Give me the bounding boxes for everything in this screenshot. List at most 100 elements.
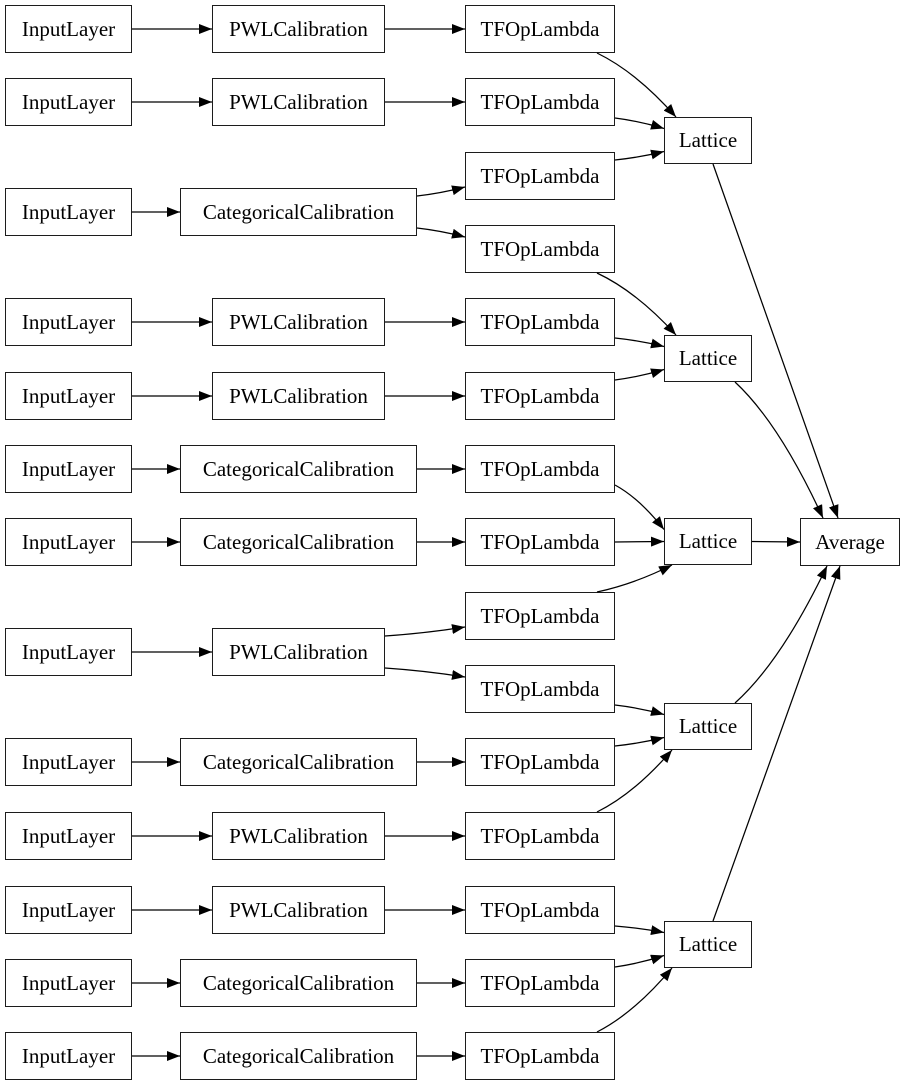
node-label: Lattice xyxy=(678,714,738,738)
node-label: Lattice xyxy=(678,932,738,956)
edge-lambda3-lattice1 xyxy=(614,149,665,161)
pwlcalibration-node: PWLCalibration xyxy=(212,78,385,126)
node-label: PWLCalibration xyxy=(229,823,368,848)
node-label: InputLayer xyxy=(21,199,116,224)
pwlcalibration-node: PWLCalibration xyxy=(212,298,385,346)
node-label: InputLayer xyxy=(21,897,116,922)
node-label: InputLayer xyxy=(21,749,116,774)
inputlayer-node: InputLayer xyxy=(5,298,132,346)
lattice-node: Lattice xyxy=(664,335,752,382)
lattice-node: Lattice xyxy=(664,117,752,164)
node-label: TFOpLambda xyxy=(480,383,600,408)
node-label: TFOpLambda xyxy=(480,1043,600,1068)
edge-lattice3-average xyxy=(751,536,801,547)
tfoplambda-node: TFOpLambda xyxy=(465,78,615,126)
node-label: PWLCalibration xyxy=(229,309,368,334)
node-label: PWLCalibration xyxy=(229,639,368,664)
node-label: InputLayer xyxy=(21,1043,116,1068)
inputlayer-node: InputLayer xyxy=(5,959,132,1007)
node-label: TFOpLambda xyxy=(480,309,600,334)
edge-lambda10-lattice4 xyxy=(614,704,665,716)
categoricalcalibration-node: CategoricalCalibration xyxy=(180,738,417,786)
inputlayer-node: InputLayer xyxy=(5,1032,132,1080)
node-label: InputLayer xyxy=(21,383,116,408)
categoricalcalibration-node: CategoricalCalibration xyxy=(180,518,417,566)
edge-lambda11-lattice4 xyxy=(614,735,665,747)
tfoplambda-node: TFOpLambda xyxy=(465,959,615,1007)
node-label: CategoricalCalibration xyxy=(202,199,395,224)
node-label: PWLCalibration xyxy=(229,16,368,41)
tfoplambda-node: TFOpLambda xyxy=(465,152,615,200)
tfoplambda-node: TFOpLambda xyxy=(465,812,615,860)
edge-calib8-lambda10 xyxy=(384,667,466,680)
node-label: PWLCalibration xyxy=(229,89,368,114)
lattice-node: Lattice xyxy=(664,703,752,750)
node-label: Average xyxy=(815,529,885,554)
edge-lambda7-lattice3 xyxy=(614,484,665,530)
edge-lambda2-lattice1 xyxy=(614,117,665,130)
edge-calib3-lambda3 xyxy=(416,185,466,197)
node-label: TFOpLambda xyxy=(480,970,600,995)
categoricalcalibration-node: CategoricalCalibration xyxy=(180,959,417,1007)
inputlayer-node: InputLayer xyxy=(5,5,132,53)
tfoplambda-node: TFOpLambda xyxy=(465,372,615,420)
node-label: TFOpLambda xyxy=(480,456,600,481)
tfoplambda-node: TFOpLambda xyxy=(465,886,615,934)
node-label: InputLayer xyxy=(21,639,116,664)
node-label: TFOpLambda xyxy=(480,529,600,554)
inputlayer-node: InputLayer xyxy=(5,738,132,786)
node-label: CategoricalCalibration xyxy=(202,456,395,481)
node-label: CategoricalCalibration xyxy=(202,1043,395,1068)
edge-calib8-lambda9 xyxy=(384,624,466,637)
pwlcalibration-node: PWLCalibration xyxy=(212,5,385,53)
edge-lambda14-lattice5 xyxy=(614,954,665,968)
node-label: InputLayer xyxy=(21,16,116,41)
node-label: TFOpLambda xyxy=(480,16,600,41)
edge-lambda6-lattice2 xyxy=(614,368,665,381)
node-label: InputLayer xyxy=(21,823,116,848)
edge-lambda13-lattice5 xyxy=(614,925,665,936)
edge-lambda9-lattice3 xyxy=(596,564,673,593)
inputlayer-node: InputLayer xyxy=(5,518,132,566)
inputlayer-node: InputLayer xyxy=(5,812,132,860)
node-label: InputLayer xyxy=(21,970,116,995)
tfoplambda-node: TFOpLambda xyxy=(465,445,615,493)
edge-lattice4-average xyxy=(734,565,828,704)
node-label: TFOpLambda xyxy=(480,676,600,701)
node-label: TFOpLambda xyxy=(480,163,600,188)
tfoplambda-node: TFOpLambda xyxy=(465,298,615,346)
categoricalcalibration-node: CategoricalCalibration xyxy=(180,445,417,493)
node-label: TFOpLambda xyxy=(480,823,600,848)
edge-calib3-lambda4 xyxy=(416,227,466,239)
node-label: TFOpLambda xyxy=(480,89,600,114)
node-label: TFOpLambda xyxy=(480,603,600,628)
node-label: PWLCalibration xyxy=(229,897,368,922)
node-label: TFOpLambda xyxy=(480,236,600,261)
node-label: TFOpLambda xyxy=(480,897,600,922)
node-label: CategoricalCalibration xyxy=(202,970,395,995)
pwlcalibration-node: PWLCalibration xyxy=(212,628,385,676)
tfoplambda-node: TFOpLambda xyxy=(465,225,615,273)
tfoplambda-node: TFOpLambda xyxy=(465,1032,615,1080)
inputlayer-node: InputLayer xyxy=(5,372,132,420)
edge-lattice2-average xyxy=(734,381,824,519)
node-label: Lattice xyxy=(678,529,738,553)
node-label: InputLayer xyxy=(21,309,116,334)
node-label: InputLayer xyxy=(21,529,116,554)
inputlayer-node: InputLayer xyxy=(5,78,132,126)
tfoplambda-node: TFOpLambda xyxy=(465,518,615,566)
lattice-node: Lattice xyxy=(664,518,752,565)
node-label: InputLayer xyxy=(21,456,116,481)
categoricalcalibration-node: CategoricalCalibration xyxy=(180,1032,417,1080)
node-label: PWLCalibration xyxy=(229,383,368,408)
categoricalcalibration-node: CategoricalCalibration xyxy=(180,188,417,236)
tfoplambda-node: TFOpLambda xyxy=(465,5,615,53)
node-label: InputLayer xyxy=(21,89,116,114)
pwlcalibration-node: PWLCalibration xyxy=(212,886,385,934)
inputlayer-node: InputLayer xyxy=(5,188,132,236)
inputlayer-node: InputLayer xyxy=(5,628,132,676)
node-label: Lattice xyxy=(678,128,738,152)
node-label: Lattice xyxy=(678,346,738,370)
